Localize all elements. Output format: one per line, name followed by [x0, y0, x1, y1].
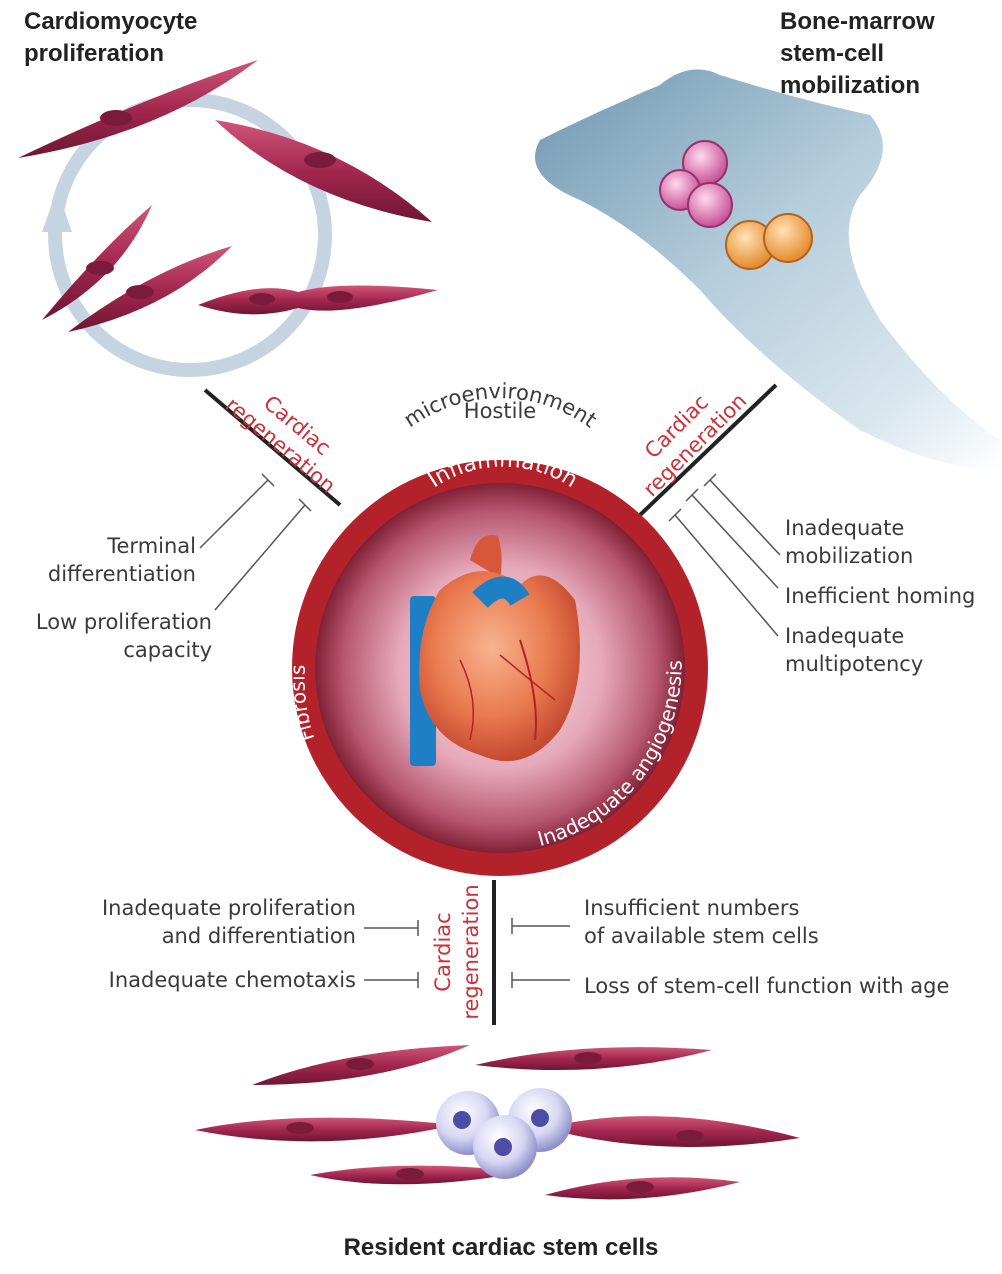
bone-illustration: [535, 69, 1000, 470]
barrier-inefficient-homing: Inefficient homing: [785, 582, 975, 610]
title-cardiomyocyte-proliferation: Cardiomyocyte proliferation: [24, 6, 197, 70]
resident-stem-cells: [436, 1088, 572, 1179]
cardiomyocyte-cell: [545, 1116, 800, 1147]
barrier-inadequate-proliferation-differentiation: Inadequate proliferation and differentia…: [102, 894, 356, 950]
cell-nucleus: [304, 152, 336, 168]
cell-nucleus: [327, 291, 353, 303]
barrier-low-proliferation: Low proliferation capacity: [36, 608, 212, 664]
barrier-inadequate-chemotaxis: Inadequate chemotaxis: [109, 966, 356, 994]
barrier-terminal-differentiation: Terminal differentiation: [48, 532, 196, 588]
title-resident-cardiac-stem-cells: Resident cardiac stem cells: [0, 1232, 1002, 1264]
svg-text:Cardiac: Cardiac: [431, 912, 455, 991]
bone-marrow-stem-cell: [688, 183, 732, 227]
dividing-cardiomyocyte: [198, 285, 438, 314]
barrier-loss-stem-cell-function: Loss of stem-cell function with age: [584, 972, 949, 1000]
cardiomyocyte-cell: [195, 1118, 455, 1142]
barrier-inadequate-multipotency: Inadequate multipotency: [785, 622, 923, 678]
cell-nucleus: [126, 285, 154, 299]
bottom-regeneration-label: Cardiac regeneration: [431, 884, 483, 1019]
svg-text:regeneration: regeneration: [459, 884, 483, 1019]
bone-marrow-stem-cell: [764, 214, 812, 262]
right-regeneration-label: Cardiac regeneration: [620, 370, 751, 501]
left-inhibitor-lines: [200, 474, 311, 610]
title-bone-marrow-mobilization: Bone-marrow stem-cell mobilization: [780, 6, 935, 102]
barrier-insufficient-stem-cells: Insufficient numbers of available stem c…: [584, 894, 819, 950]
cell-nucleus: [100, 110, 132, 126]
cell-nucleus: [86, 261, 114, 275]
cell-nucleus: [249, 293, 275, 305]
barrier-inadequate-mobilization: Inadequate mobilization: [785, 514, 913, 570]
left-regeneration-label: Cardiac regeneration: [221, 373, 357, 498]
